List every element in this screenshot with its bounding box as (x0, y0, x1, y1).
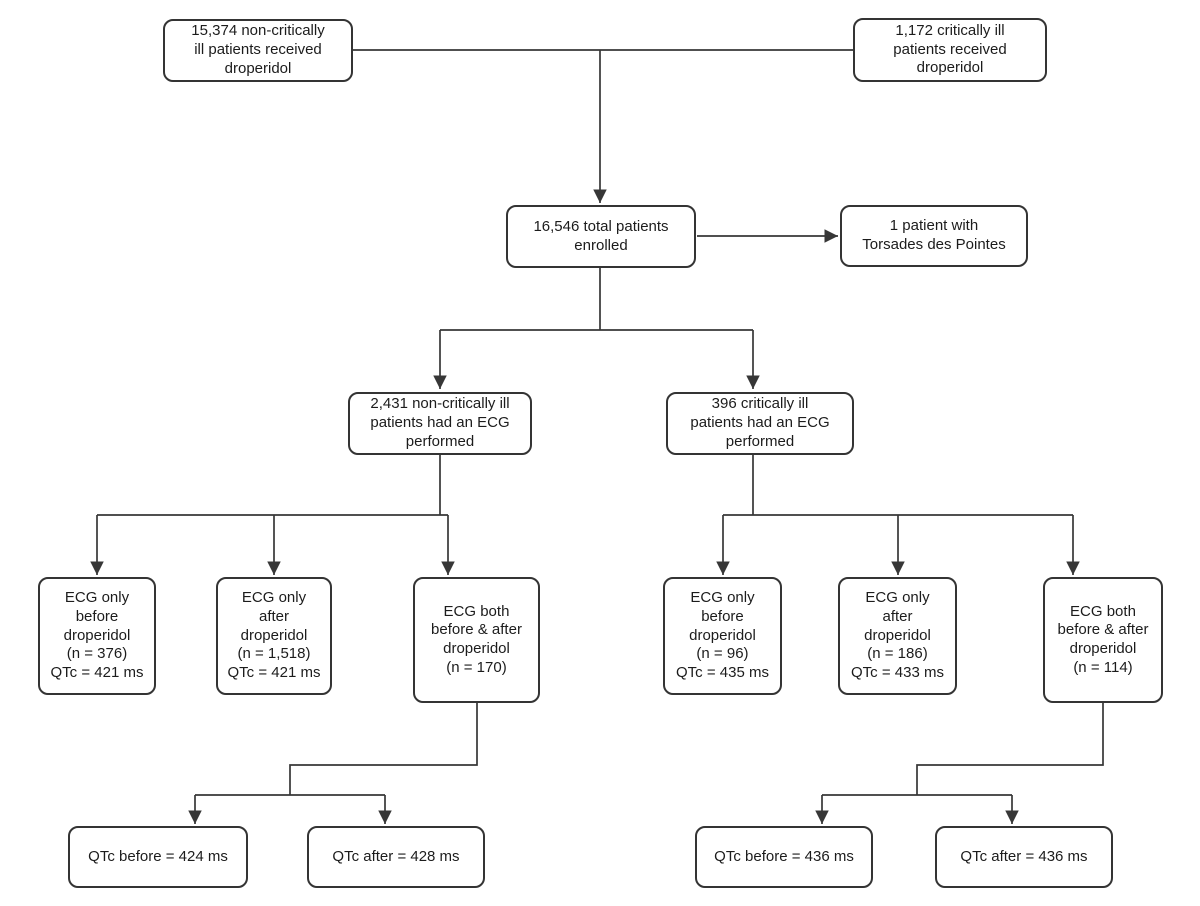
edge-nc-both-split (195, 703, 478, 796)
node-torsades-des-pointes: 1 patient with Torsades des Pointes (840, 205, 1028, 267)
node-nc-ecg-both: ECG both before & after droperidol (n = … (413, 577, 540, 703)
node-critical-ecg: 396 critically ill patients had an ECG p… (666, 392, 854, 455)
edge-c-both-split (822, 703, 1104, 796)
node-non-critical-ecg: 2,431 non-critically ill patients had an… (348, 392, 532, 455)
node-c-ecg-only-after: ECG only after droperidol (n = 186) QTc … (838, 577, 957, 695)
node-nc-ecg-only-after: ECG only after droperidol (n = 1,518) QT… (216, 577, 332, 695)
node-c-qtc-after: QTc after = 436 ms (935, 826, 1113, 888)
node-c-ecg-both: ECG both before & after droperidol (n = … (1043, 577, 1163, 703)
node-nc-qtc-before: QTc before = 424 ms (68, 826, 248, 888)
edge-enrolled-split-bar (440, 268, 753, 331)
edge-c-split-bar (723, 455, 1073, 516)
node-non-critical-received: 15,374 non-critically ill patients recei… (163, 19, 353, 82)
edge-nc-split-bar (97, 455, 448, 516)
node-total-enrolled: 16,546 total patients enrolled (506, 205, 696, 268)
node-c-qtc-before: QTc before = 436 ms (695, 826, 873, 888)
node-c-ecg-only-before: ECG only before droperidol (n = 96) QTc … (663, 577, 782, 695)
node-nc-ecg-only-before: ECG only before droperidol (n = 376) QTc… (38, 577, 156, 695)
node-critical-received: 1,172 critically ill patients received d… (853, 18, 1047, 82)
node-nc-qtc-after: QTc after = 428 ms (307, 826, 485, 888)
